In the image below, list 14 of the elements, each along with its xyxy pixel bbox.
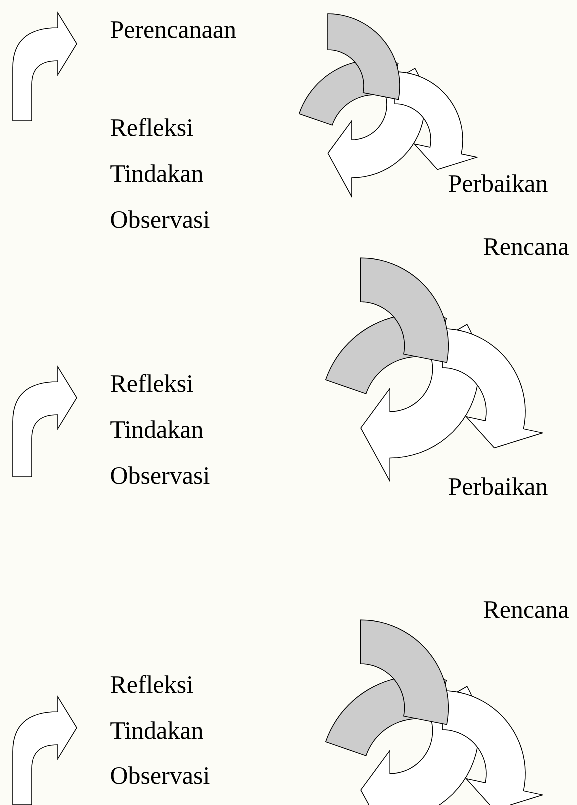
step-label: Observasi (111, 466, 210, 484)
step-label: Tindakan (110, 722, 204, 740)
step-label: Rencana (484, 602, 569, 618)
step-label: Observasi (111, 766, 210, 784)
step-label: Refleksi (110, 118, 194, 136)
step-label: Tindakan (110, 164, 204, 182)
step-label: Perbaikan (448, 478, 548, 496)
step-label: Tindakan (110, 420, 204, 438)
step-label: Perencanaan (110, 22, 236, 38)
step-label: Refleksi (110, 675, 194, 694)
step-label: Observasi (111, 210, 210, 228)
step-label: Perbaikan (448, 174, 548, 192)
step-label: Rencana (484, 238, 569, 256)
step-label: Refleksi (110, 374, 194, 392)
